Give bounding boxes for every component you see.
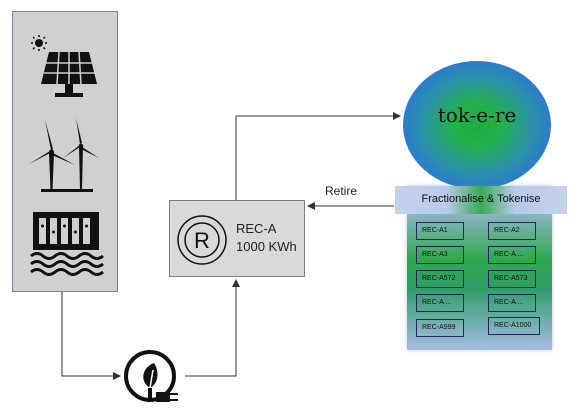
registered-symbol-letter: R (194, 228, 210, 253)
tokenizer-label: tok-e-re (437, 103, 517, 127)
token-chip: REC-A.... (416, 294, 464, 312)
rec-to-tokenizer-arrow (235, 112, 401, 200)
token-chip: REC-A1000 (488, 317, 540, 335)
token-chip: REC-A1 (416, 222, 464, 240)
solar-panel-icon (31, 35, 97, 97)
token-chip: REC-A572 (416, 270, 464, 288)
rec-certificate-box (169, 200, 305, 277)
registered-symbol-icon: R (177, 215, 227, 265)
sources-to-plug-arrow (61, 292, 121, 380)
plug-to-rec-arrow (185, 279, 240, 377)
token-chip: REC-A2 (488, 222, 536, 240)
token-chip: REC-A.... (488, 246, 536, 264)
tokenizer-node (403, 61, 551, 189)
token-chip: REC-A999 (416, 319, 464, 337)
hydro-dam-icon (30, 212, 104, 276)
energy-sources-panel (12, 11, 118, 292)
fractions-title: Fractionalise & Tokenise (421, 193, 541, 205)
rec-amount: 1000 KWh (236, 239, 297, 254)
rec-name: REC-A (236, 221, 277, 236)
retire-label: Retire (325, 184, 358, 198)
token-chip: REC-A.... (488, 294, 536, 312)
fractions-header (395, 186, 567, 214)
rec-label: REC-A 1000 KWh (236, 220, 297, 256)
wind-turbine-icon (29, 118, 99, 192)
green-plug-icon (124, 350, 178, 402)
token-chip: REC-A3 (416, 246, 464, 264)
token-chip: REC-A573 (488, 270, 536, 288)
